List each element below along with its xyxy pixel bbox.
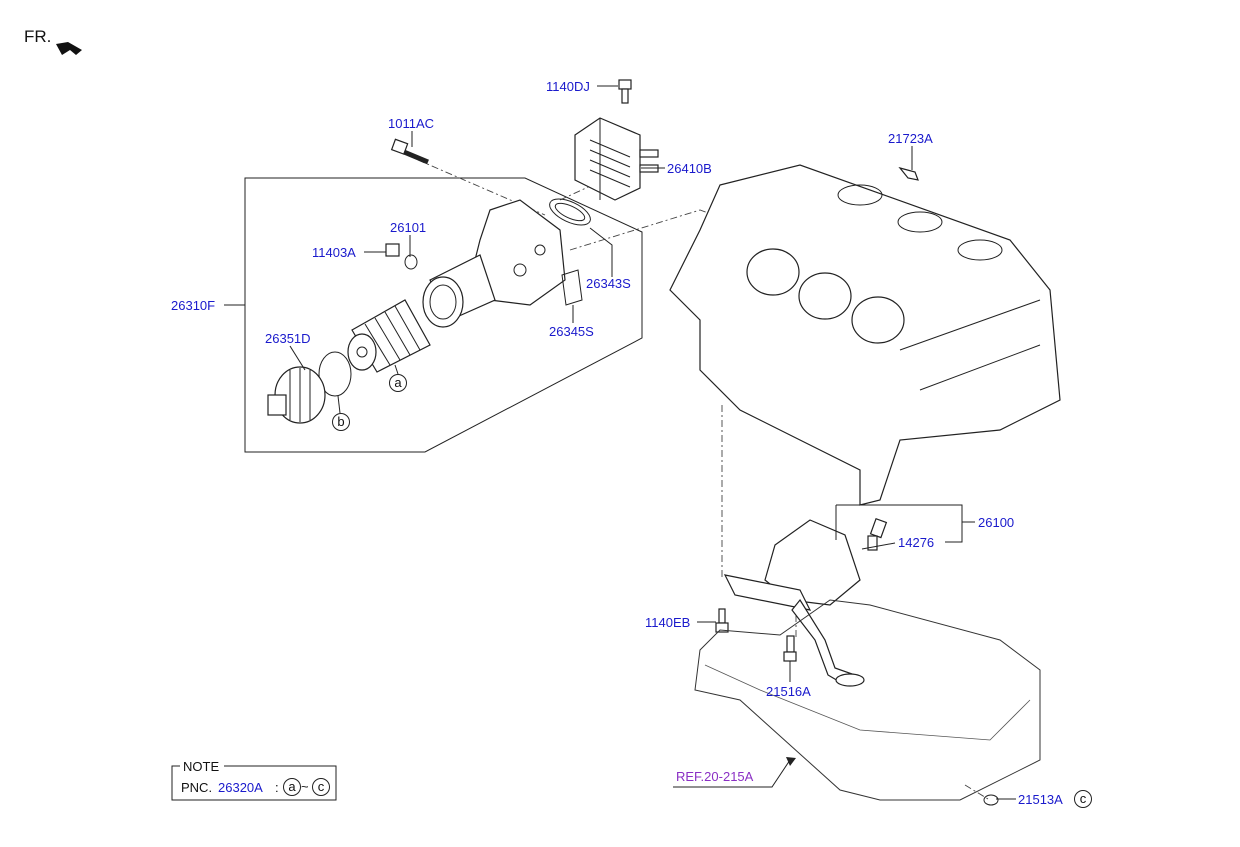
label-1140eb[interactable]: 1140EB [645, 615, 690, 630]
note-pnc-prefix: PNC. [181, 780, 212, 795]
callout-circle-c [1074, 790, 1092, 808]
label-21513a[interactable]: 21513A [1018, 792, 1063, 807]
leader-14276 [861, 542, 896, 550]
label-1140dj[interactable]: 1140DJ [546, 79, 590, 94]
leader-26343s [589, 227, 613, 277]
label-26100[interactable]: 26100 [978, 515, 1014, 530]
callout-circle-b [332, 413, 350, 431]
callout-b: b [337, 414, 344, 429]
oil-filter-element[interactable] [347, 299, 431, 373]
label-21516a[interactable]: 21516A [766, 684, 811, 699]
leader-26100 [835, 504, 975, 543]
note-pnc-code[interactable]: 26320A [218, 780, 263, 795]
bolt-21516a[interactable] [783, 635, 797, 662]
gasket-26345s[interactable] [561, 269, 583, 306]
label-26351d[interactable]: 26351D [265, 331, 311, 346]
front-arrow-icon [56, 42, 82, 55]
note-circle-a [283, 778, 301, 796]
note-title: NOTE [183, 759, 219, 774]
note-colon: : [275, 780, 279, 795]
label-26343s[interactable]: 26343S [586, 276, 631, 291]
reference-link[interactable]: REF.20-215A [676, 769, 754, 784]
oil-pump-26100[interactable] [723, 519, 865, 687]
oil-filter-housing[interactable] [422, 199, 566, 328]
label-14276[interactable]: 14276 [898, 535, 934, 550]
cylinder-block [669, 164, 1061, 506]
drain-alignment-line [964, 784, 989, 800]
note-range-sep: ~ [301, 779, 309, 794]
leader-callout-a [394, 364, 399, 375]
callout-a: a [394, 375, 402, 390]
front-indicator-text: FR. [24, 27, 51, 46]
callout-c: c [1080, 791, 1087, 806]
leader-ref [673, 759, 791, 788]
leader-26351d [289, 345, 306, 371]
o-ring-26101[interactable] [404, 254, 418, 270]
note-range-start: a [288, 779, 296, 794]
label-26310f[interactable]: 26310F [171, 298, 215, 313]
leader-callout-b [337, 395, 341, 414]
label-21723a[interactable]: 21723A [888, 131, 933, 146]
oil-pan-flange [704, 664, 1031, 741]
clip-21723a[interactable] [898, 166, 919, 181]
plug-11403a[interactable] [385, 243, 400, 257]
ref-arrow-icon [786, 757, 796, 766]
oil-pan-outline [694, 599, 1041, 801]
note-circle-c [312, 778, 330, 796]
filter-cap-26351d[interactable] [267, 366, 326, 424]
bolt-1140eb[interactable] [715, 608, 729, 633]
gasket-21513a[interactable] [983, 794, 999, 806]
label-1011ac[interactable]: 1011AC [388, 116, 434, 131]
label-11403a[interactable]: 11403A [312, 245, 356, 260]
filter-assembly-frame [244, 177, 643, 453]
label-26410b[interactable]: 26410B [667, 161, 712, 176]
block-alignment-line [569, 209, 741, 251]
label-26101[interactable]: 26101 [390, 220, 426, 235]
bolt-1140dj[interactable] [618, 79, 632, 104]
bolt-1011ac[interactable] [390, 138, 429, 165]
note-range-end: c [318, 779, 325, 794]
sensor-14276[interactable] [867, 518, 888, 551]
label-26345s[interactable]: 26345S [549, 324, 594, 339]
gasket-26343s[interactable] [546, 194, 594, 231]
callout-circle-a [389, 374, 407, 392]
o-ring-b[interactable] [318, 351, 352, 397]
note-box: NOTE PNC. 26320A : a ~ c [171, 759, 337, 801]
